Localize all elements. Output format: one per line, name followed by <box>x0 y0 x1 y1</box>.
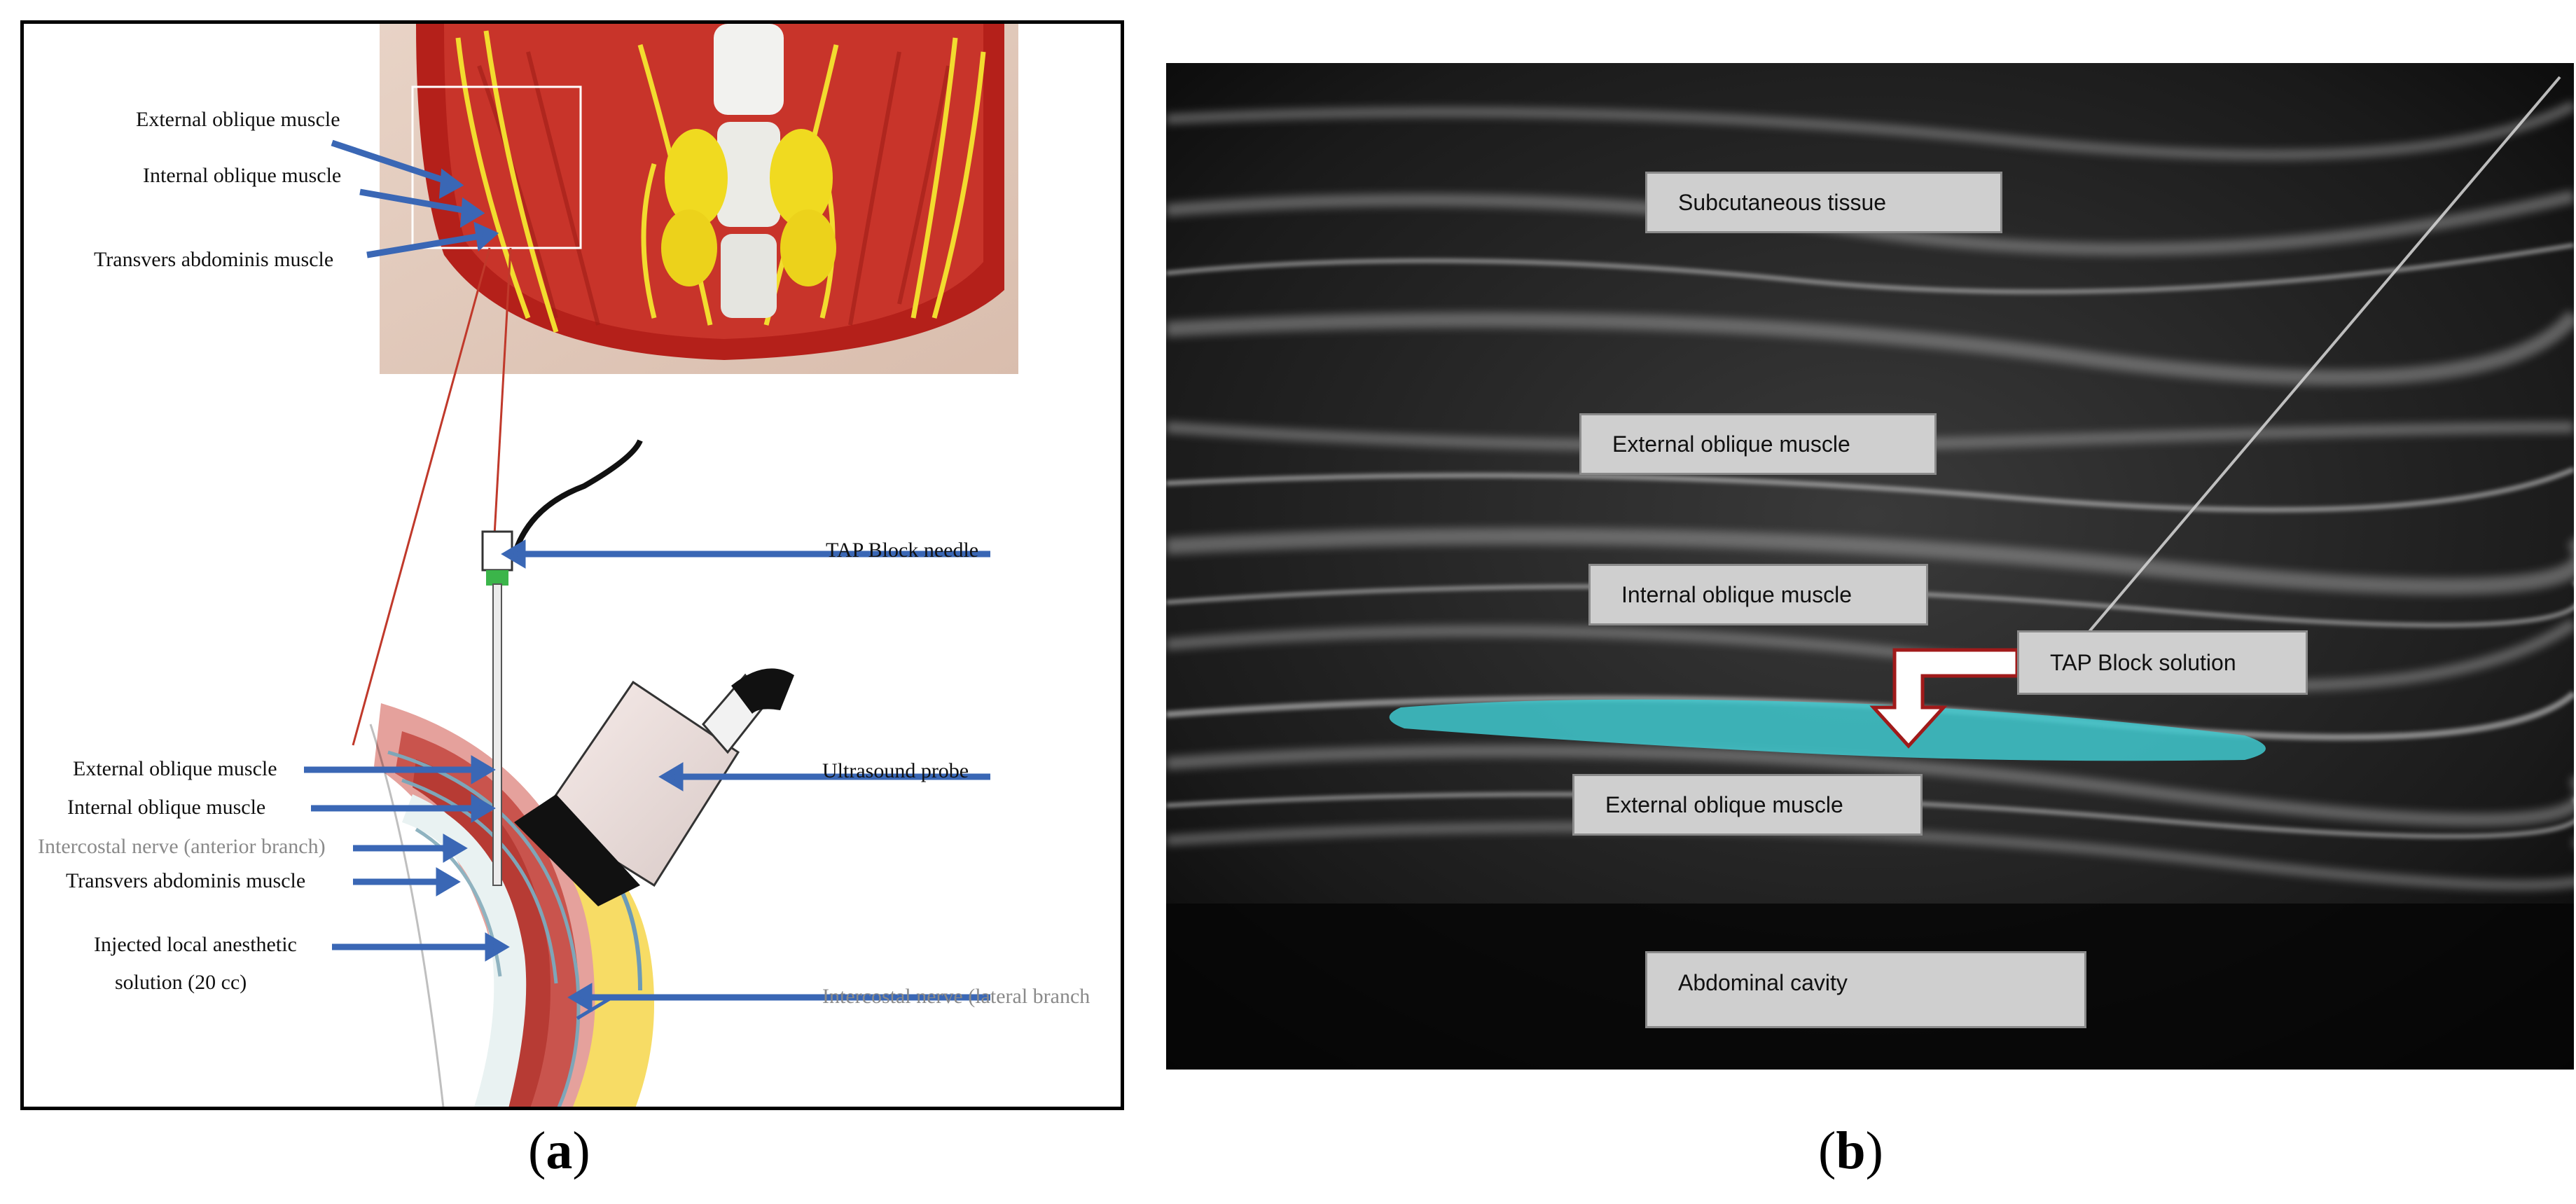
panel-a-anatomy-diagram: External oblique muscle Internal oblique… <box>20 20 1124 1110</box>
panel-b-ultrasound-image: Subcutaneous tissue External oblique mus… <box>1166 63 2574 1070</box>
label-abdominal-cavity: Abdominal cavity <box>1645 951 2086 1028</box>
label-intercostal-lateral: Intercostal nerve (lateral branch <box>822 985 1090 1008</box>
label-intercostal-anterior: Intercostal nerve (anterior branch) <box>38 835 326 858</box>
tap-block-needle <box>481 439 643 886</box>
label-external-oblique-lower: External oblique muscle <box>1572 774 1923 836</box>
caption-b: (b) <box>1818 1121 1883 1180</box>
tap-solution-arrow <box>1869 648 2019 749</box>
label-external-oblique-top: External oblique muscle <box>136 108 340 131</box>
label-injected-line2: solution (20 cc) <box>115 971 247 994</box>
abdominal-cross-section-render <box>380 24 1018 374</box>
label-transvers-top: Transvers abdominis muscle <box>94 248 334 271</box>
label-ultrasound-probe: Ultrasound probe <box>822 759 969 782</box>
caption-a: (a) <box>528 1121 590 1180</box>
panel-a-illustration <box>304 24 1018 1107</box>
label-internal-oblique: Internal oblique muscle <box>1588 564 1928 625</box>
needle-trace <box>2047 76 2561 681</box>
label-internal-oblique: Internal oblique muscle <box>67 796 266 819</box>
label-tap-block-solution: TAP Block solution <box>2017 630 2308 695</box>
ultrasound-probe <box>514 668 794 906</box>
label-tap-block-needle: TAP Block needle <box>826 539 979 562</box>
label-external-oblique: External oblique muscle <box>1579 413 1937 475</box>
label-injected-line1: Injected local anesthetic <box>94 933 297 956</box>
label-internal-oblique-top: Internal oblique muscle <box>143 164 342 187</box>
label-subcutaneous-tissue: Subcutaneous tissue <box>1645 172 2002 233</box>
label-external-oblique: External oblique muscle <box>73 757 277 780</box>
tap-solution-region <box>1389 699 2266 761</box>
pointer-arrows <box>304 139 990 1012</box>
label-transvers: Transvers abdominis muscle <box>66 869 306 892</box>
zoom-lines <box>352 247 512 746</box>
